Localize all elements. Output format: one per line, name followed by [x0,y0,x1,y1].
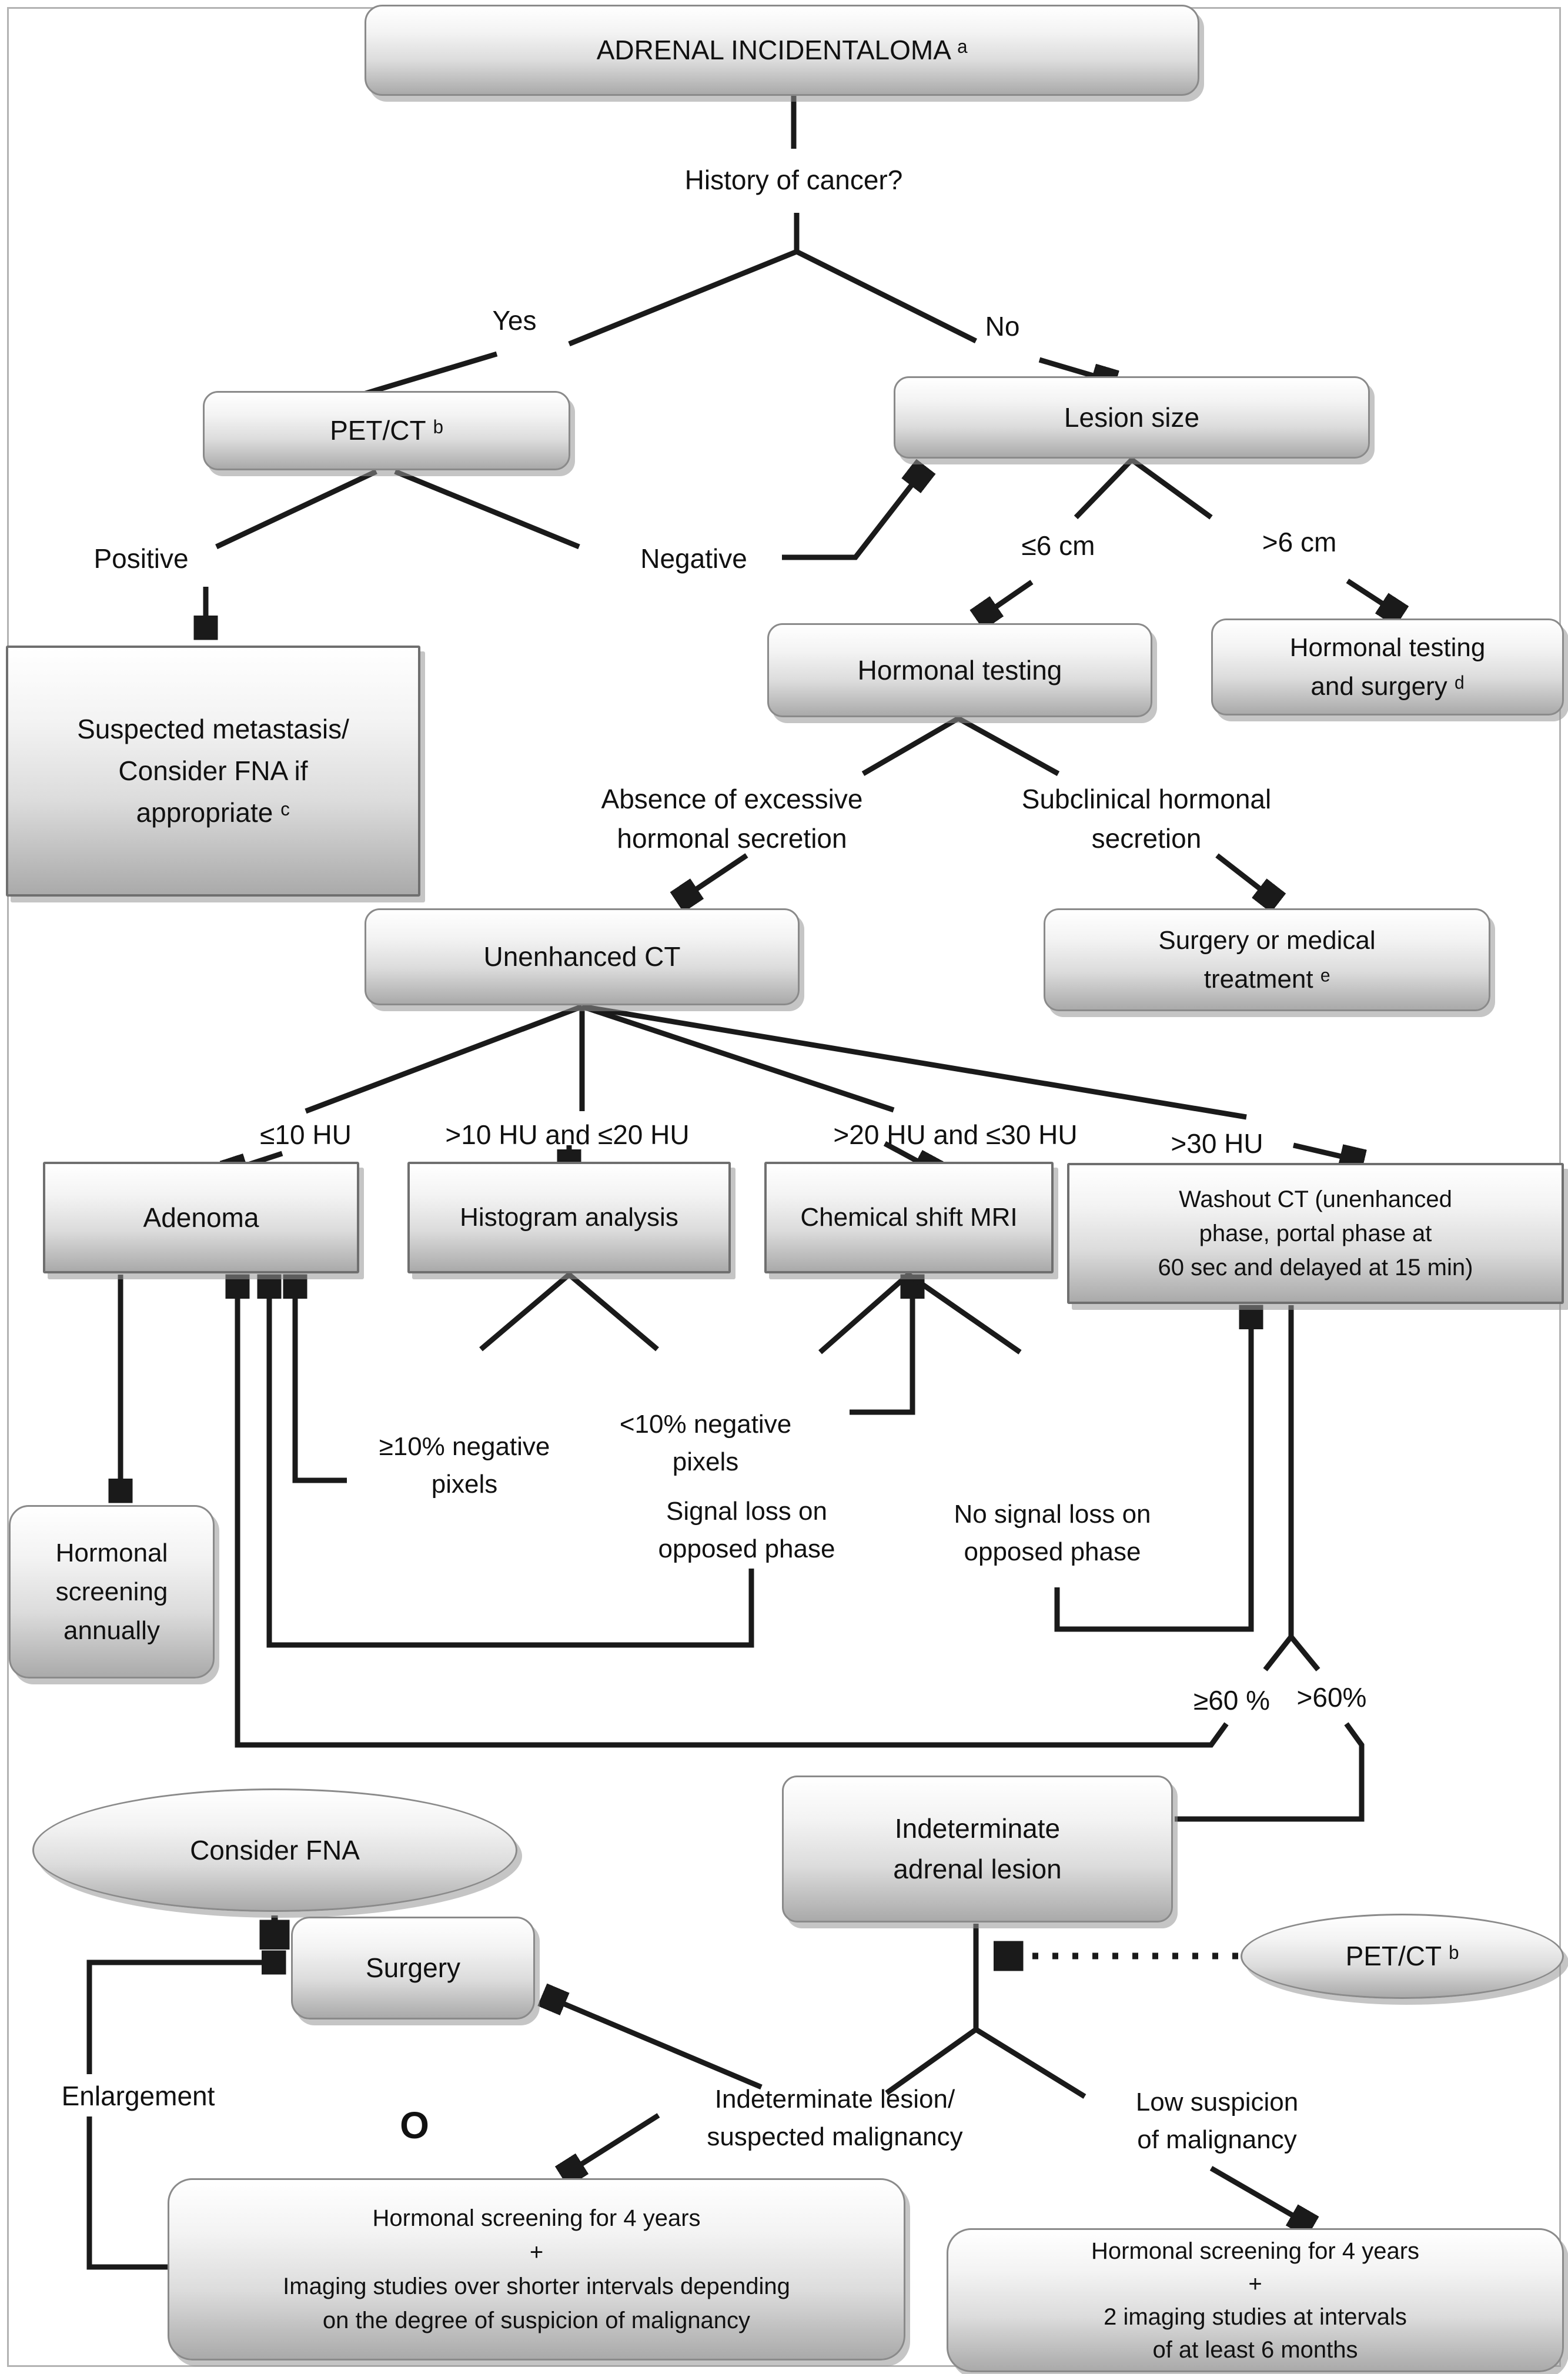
label-ge-10pct-negative-pixels: ≥10% negative pixels [379,1432,550,1499]
label-gt-30-hu: >30 HU [1171,1128,1263,1159]
label-gt-60pct: >60% [1296,1682,1367,1713]
label-history-of-cancer: History of cancer? [684,164,903,195]
node-chemical-shift-mri: Chemical shift MRI [764,1162,1054,1273]
node-hormonal-screening-4y-2-imaging: Hormonal screening for 4 years + 2 imagi… [947,2228,1564,2372]
label-negative: Negative [640,543,747,574]
label-lt-10pct-negative-pixels: <10% negative pixels [619,1409,792,1476]
label-no: No [985,310,1020,342]
label-le-10-hu: ≤10 HU [260,1119,352,1150]
node-suspected-metastasis: Suspected metastasis/ Consider FNA if ap… [6,646,420,897]
label-20-30-hu: >20 HU and ≤30 HU [833,1119,1078,1150]
node-hormonal-testing: Hormonal testing [767,623,1152,717]
node-hormonal-screening-annually: Hormonal screening annually [9,1505,215,1678]
label-10-20-hu: >10 HU and ≤20 HU [445,1119,690,1150]
label-no-signal-loss: No signal loss on opposed phase [954,1499,1151,1566]
node-indeterminate-adrenal-lesion: Indeterminate adrenal lesion [782,1776,1173,1922]
label-absence-secretion: Absence of excessive hormonal secretion [601,783,863,854]
node-consider-fna-ellipse: Consider FNA [32,1788,517,1912]
node-surgery: Surgery [291,1917,535,2019]
node-unenhanced-ct: Unenhanced CT [365,908,800,1005]
node-lesion-size: Lesion size [894,376,1370,459]
label-low-suspicion-malignancy: Low suspicion of malignancy [1135,2087,1299,2154]
label-le-6cm: ≤6 cm [1021,530,1095,561]
label-or: O [400,2104,429,2146]
label-indeterminate-lesion-suspected-malignancy: Indeterminate lesion/ suspected malignan… [707,2084,963,2151]
node-surgery-medical-treatment: Surgery or medical treatment ᵉ [1044,908,1490,1011]
label-gt-6cm: >6 cm [1262,526,1337,557]
node-histogram-analysis: Histogram analysis [407,1162,731,1273]
node-washout-ct: Washout CT (unenhanced phase, portal pha… [1067,1163,1564,1304]
node-hormonal-screening-4y-imaging-shorter: Hormonal screening for 4 years + Imaging… [168,2178,905,2360]
label-ge-60pct: ≥60 % [1193,1685,1271,1716]
node-adenoma: Adenoma [43,1162,359,1273]
label-enlargement: Enlargement [61,2080,215,2111]
label-signal-loss: Signal loss on opposed phase [658,1496,835,1563]
label-positive: Positive [93,543,189,574]
node-adrenal-incidentaloma: ADRENAL INCIDENTALOMA ᵃ [365,5,1199,96]
node-hormonal-testing-surgery: Hormonal testing and surgery ᵈ [1211,618,1564,715]
node-pet-ct: PET/CT ᵇ [203,391,570,470]
label-yes: Yes [492,305,537,336]
label-subclinical-secretion: Subclinical hormonal secretion [1021,783,1272,854]
node-pet-ct-2-ellipse: PET/CT ᵇ [1241,1914,1564,1999]
